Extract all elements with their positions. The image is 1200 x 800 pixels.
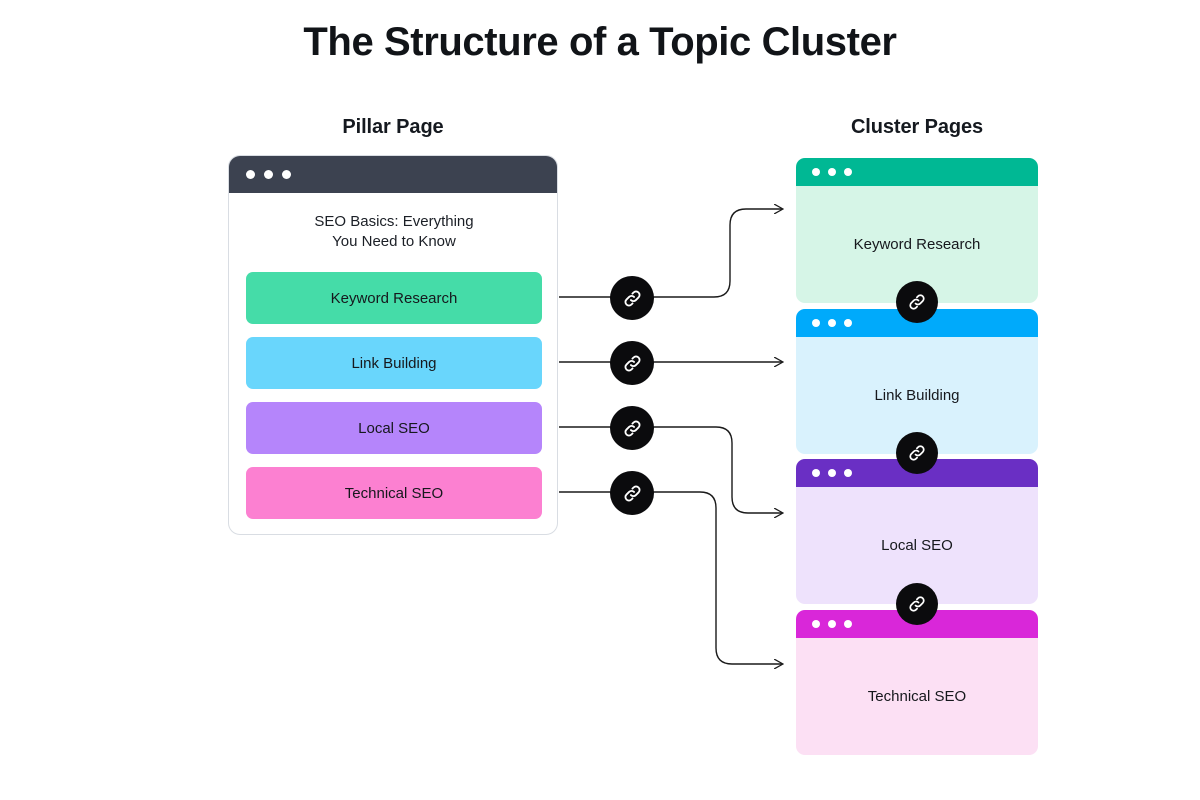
link-icon [909,596,925,612]
cluster-page-label: Link Building [874,387,960,404]
window-dot-green-icon [844,168,852,176]
window-dot-red-icon [812,319,820,327]
cluster-page-card[interactable]: Technical SEO [796,610,1038,755]
link-icon [624,290,640,306]
page-title: The Structure of a Topic Cluster [303,20,897,64]
window-dot-yellow-icon [828,469,836,477]
window-dot-red-icon [812,620,820,628]
cluster-link-badge-2[interactable] [896,432,938,474]
cluster-link-badge-1[interactable] [896,281,938,323]
pillar-heading-line-1: SEO Basics: Everything [314,213,474,230]
pillar-topic-label: Local SEO [358,419,430,437]
window-dot-green-icon [844,319,852,327]
cluster-page-label: Keyword Research [853,236,981,253]
window-dot-green-icon [844,620,852,628]
link-icon [624,355,640,371]
window-dot-red-icon [812,469,820,477]
pillar-topic-label: Technical SEO [344,484,444,502]
connector-link-badge-technical-seo[interactable] [610,471,654,515]
cluster-column-label: Cluster Pages [850,116,984,138]
pillar-page-heading: SEO Basics: Everything You Need to Know [249,212,539,252]
window-dot-green-icon [844,469,852,477]
pillar-window-titlebar [229,156,557,193]
link-icon [624,485,640,501]
connector-link-badge-link-building[interactable] [610,341,654,385]
pillar-heading-line-2: You Need to Know [332,233,456,250]
pillar-topic-row[interactable]: Technical SEO [246,467,542,519]
pillar-topic-row[interactable]: Local SEO [246,402,542,454]
window-dot-yellow-icon [264,170,273,179]
link-icon [624,420,640,436]
pillar-topic-label: Link Building [351,354,437,372]
link-icon [909,294,925,310]
pillar-topic-row[interactable]: Link Building [246,337,542,389]
pillar-page-card[interactable]: SEO Basics: Everything You Need to Know … [228,155,558,535]
window-dot-yellow-icon [828,168,836,176]
connector-link-badge-local-seo[interactable] [610,406,654,450]
link-icon [909,445,925,461]
connector-link-badge-keyword-research[interactable] [610,276,654,320]
window-dot-yellow-icon [828,319,836,327]
window-dot-red-icon [812,168,820,176]
cluster-link-badge-3[interactable] [896,583,938,625]
window-dot-yellow-icon [828,620,836,628]
cluster-window-titlebar [796,158,1038,186]
window-dot-green-icon [282,170,291,179]
pillar-column-label: Pillar Page [342,116,444,138]
cluster-page-body: Technical SEO [796,638,1038,755]
pillar-topic-label: Keyword Research [330,289,458,307]
window-dot-red-icon [246,170,255,179]
cluster-page-label: Technical SEO [867,688,967,705]
cluster-page-label: Local SEO [881,537,953,554]
pillar-topic-row[interactable]: Keyword Research [246,272,542,324]
